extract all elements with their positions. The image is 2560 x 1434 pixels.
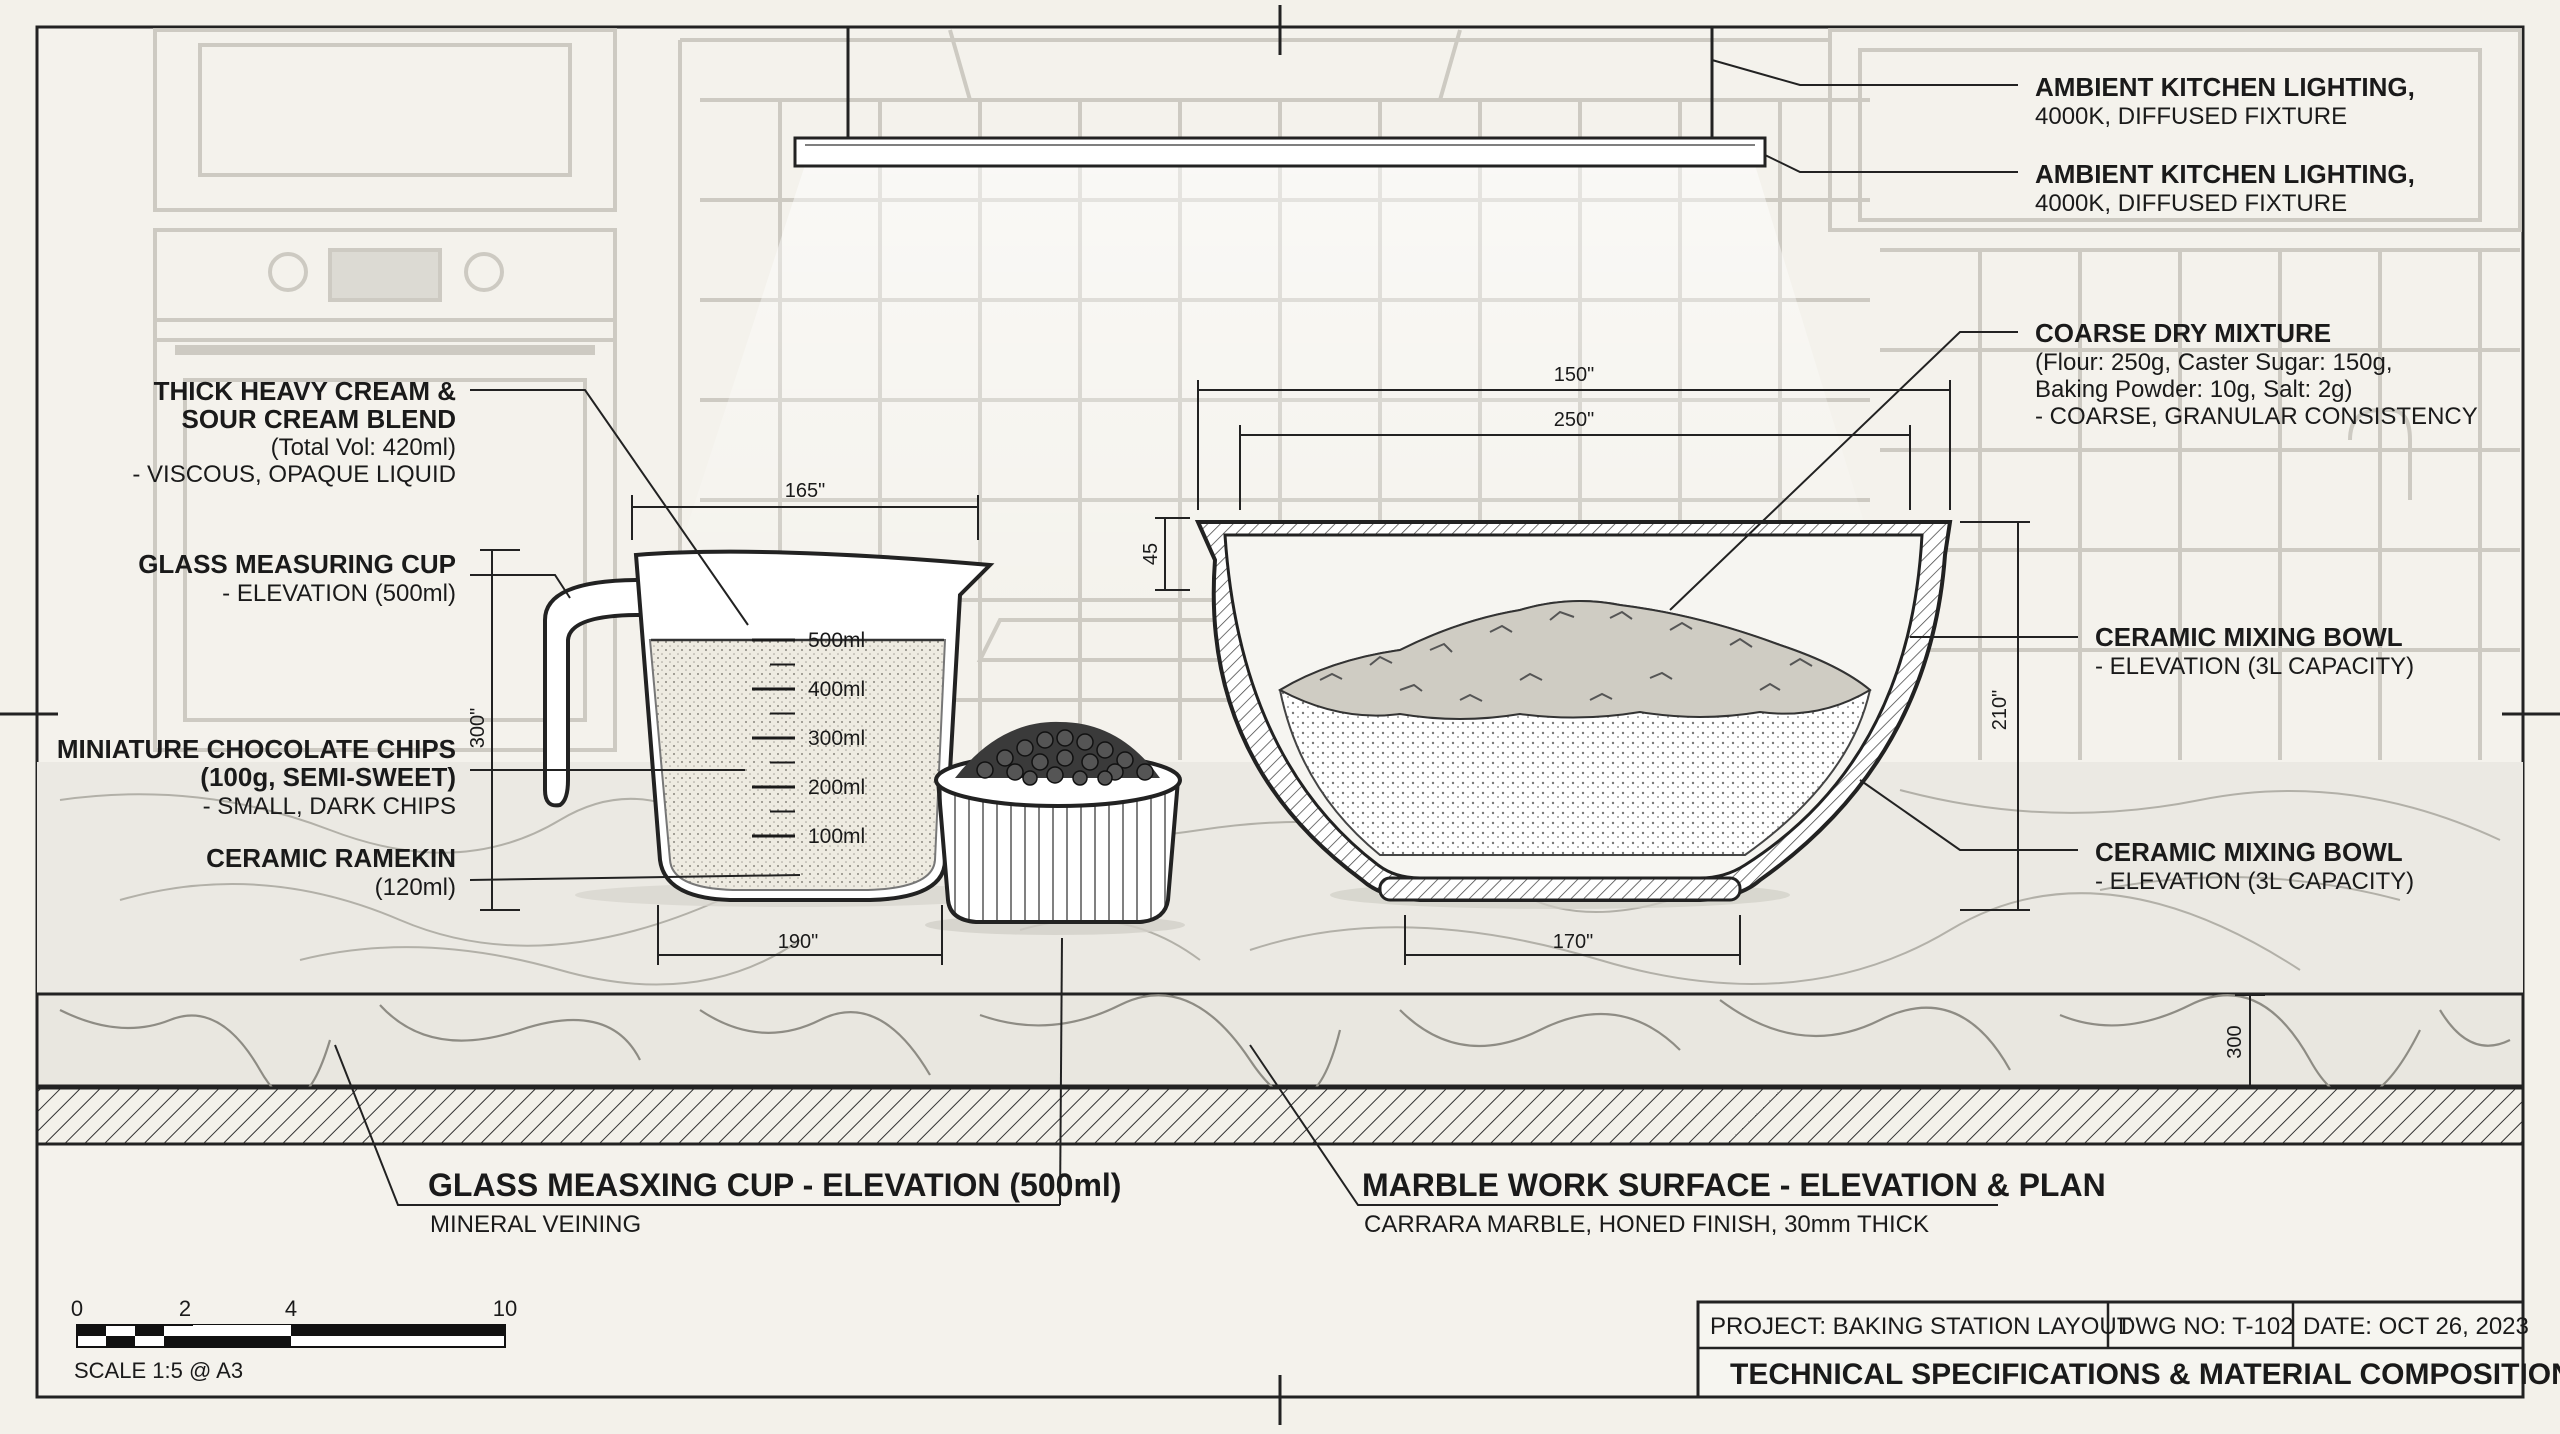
glass-measuring-cup: [543, 549, 1015, 907]
callout-line: - COARSE, GRANULAR CONSISTENCY: [2035, 403, 2478, 430]
callout-bowl-2: CERAMIC MIXING BOWL - ELEVATION (3L CAPA…: [2095, 837, 2414, 895]
scale-bar: 0 2 4 10 SCALE 1:5 @ A3: [71, 1296, 517, 1383]
callout-title: COARSE DRY MIXTURE: [2035, 318, 2331, 348]
callout-ramekin: CERAMIC RAMEKIN (120ml): [206, 843, 456, 901]
callout-cream: THICK HEAVY CREAM & SOUR CREAM BLEND (To…: [132, 376, 456, 488]
scale-tick-2: 2: [179, 1296, 191, 1321]
scale-tick-4: 4: [285, 1296, 297, 1321]
dim-bowl-inner: 250": [1554, 409, 1594, 431]
callout-line: - ELEVATION (3L CAPACITY): [2095, 653, 2414, 680]
callout-title: AMBIENT KITCHEN LIGHTING,: [2035, 72, 2415, 102]
cup-mark-label: 500ml: [808, 629, 865, 652]
callout-line: (Total Vol: 420ml): [271, 434, 456, 461]
cup-mark-label: 300ml: [808, 727, 865, 750]
callout-line: - ELEVATION (500ml): [222, 580, 456, 607]
cup-mark-label: 200ml: [808, 776, 865, 799]
callout-dry-mixture: COARSE DRY MIXTURE (Flour: 250g, Caster …: [2035, 318, 2478, 430]
section-subtitle: CARRARA MARBLE, HONED FINISH, 30mm THICK: [1364, 1211, 1929, 1238]
dimension-texts: 165" 300" 190" 150" 250" 45 210" 170" 30…: [467, 364, 2246, 1059]
dim-bowl-height: 210": [1989, 690, 2011, 730]
section-label-marble-surface: MARBLE WORK SURFACE - ELEVATION & PLAN C…: [1362, 1167, 2106, 1238]
callout-measuring-cup: GLASS MEASURING CUP - ELEVATION (500ml): [138, 549, 456, 607]
dim-cup-height: 300": [467, 708, 489, 748]
callout-line: 4000K, DIFFUSED FIXTURE: [2035, 103, 2347, 130]
callout-lighting-2: AMBIENT KITCHEN LIGHTING, 4000K, DIFFUSE…: [2035, 159, 2415, 217]
title-block: PROJECT: BAKING STATION LAYOUT DWG NO: T…: [1696, 1300, 2560, 1399]
scale-tick-10: 10: [493, 1296, 517, 1321]
section-title: GLASS MEASXING CUP - ELEVATION (500ml): [428, 1167, 1121, 1203]
scale-tick-0: 0: [71, 1296, 83, 1321]
cup-mark-label: 400ml: [808, 678, 865, 701]
callout-bowl-1: CERAMIC MIXING BOWL - ELEVATION (3L CAPA…: [2095, 622, 2414, 680]
dim-cup-width: 165": [785, 480, 825, 502]
callout-line: (120ml): [375, 874, 456, 901]
callout-line: - ELEVATION (3L CAPACITY): [2095, 868, 2414, 895]
callout-title: CERAMIC MIXING BOWL: [2095, 837, 2403, 867]
section-subtitle: MINERAL VEINING: [430, 1211, 641, 1238]
ceramic-ramekin: [925, 721, 1185, 935]
callout-line: - SMALL, DARK CHIPS: [203, 793, 456, 820]
dim-bowl-rim: 45: [1140, 543, 1162, 565]
callout-title: (100g, SEMI-SWEET): [200, 762, 456, 792]
callout-title: GLASS MEASURING CUP: [138, 549, 456, 579]
leader-lines: [334, 59, 2078, 1206]
dimension-lines: [480, 380, 2265, 1089]
dim-counter-thickness: 300: [2224, 1025, 2246, 1058]
title-block-title: TECHNICAL SPECIFICATIONS & MATERIAL COMP…: [1730, 1358, 2560, 1391]
callout-line: - VISCOUS, OPAQUE LIQUID: [132, 461, 456, 488]
callout-title: SOUR CREAM BLEND: [182, 404, 456, 434]
cup-graduation-marks: 500ml 400ml 300ml 200ml 100ml: [752, 629, 865, 848]
callout-title: CERAMIC MIXING BOWL: [2095, 622, 2403, 652]
callout-lighting-1: AMBIENT KITCHEN LIGHTING, 4000K, DIFFUSE…: [2035, 72, 2415, 130]
dim-bowl-base: 170": [1553, 931, 1593, 953]
callout-title: THICK HEAVY CREAM &: [154, 376, 456, 406]
section-title: MARBLE WORK SURFACE - ELEVATION & PLAN: [1362, 1167, 2106, 1203]
scale-caption: SCALE 1:5 @ A3: [74, 1358, 243, 1383]
title-block-dwg-no: DWG NO: T-102: [2118, 1313, 2294, 1340]
title-block-date: DATE: OCT 26, 2023: [2303, 1313, 2529, 1340]
callout-chips: MINIATURE CHOCOLATE CHIPS (100g, SEMI-SW…: [57, 734, 456, 820]
registration-marks: [0, 5, 2560, 1425]
ceramic-mixing-bowl: [1194, 520, 1953, 909]
callout-title: CERAMIC RAMEKIN: [206, 843, 456, 873]
callout-line: Baking Powder: 10g, Salt: 2g): [2035, 376, 2353, 403]
title-block-project: PROJECT: BAKING STATION LAYOUT: [1710, 1313, 2132, 1340]
dim-bowl-outer: 150": [1554, 364, 1594, 386]
callout-title: AMBIENT KITCHEN LIGHTING,: [2035, 159, 2415, 189]
callout-line: (Flour: 250g, Caster Sugar: 150g,: [2035, 349, 2393, 376]
section-label-measuring-cup: GLASS MEASXING CUP - ELEVATION (500ml) M…: [428, 1167, 1121, 1238]
callout-line: 4000K, DIFFUSED FIXTURE: [2035, 190, 2347, 217]
callout-title: MINIATURE CHOCOLATE CHIPS: [57, 734, 456, 764]
cup-mark-label: 100ml: [808, 825, 865, 848]
dim-cup-base: 190": [778, 931, 818, 953]
